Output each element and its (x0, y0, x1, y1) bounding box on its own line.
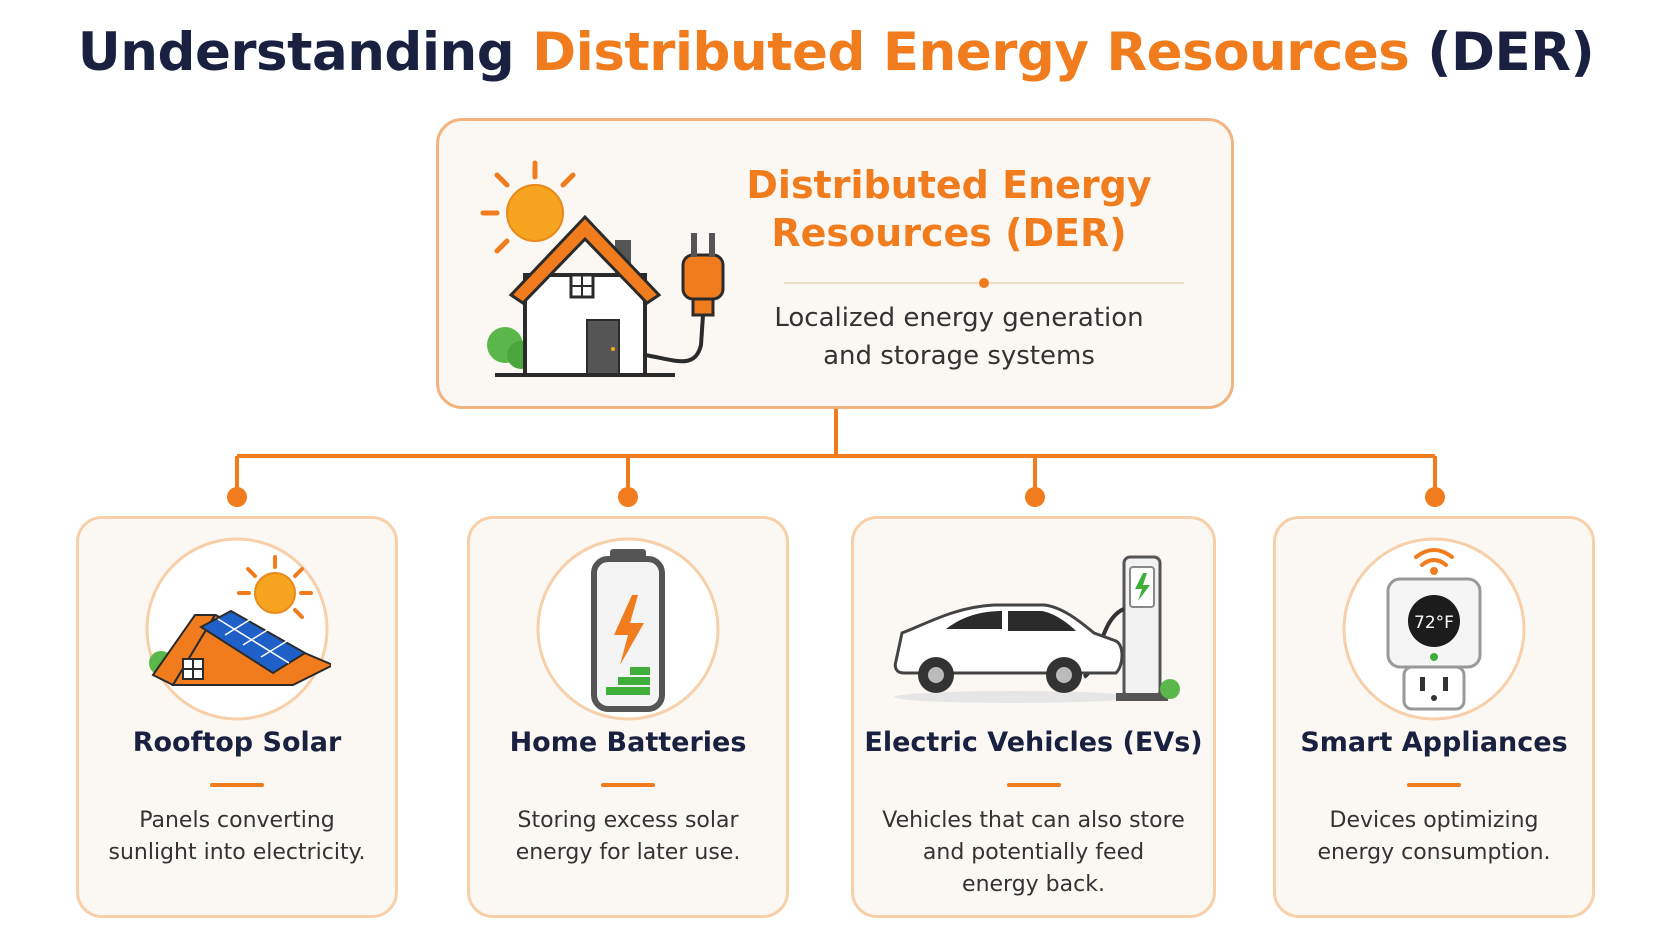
der-main-box: Distributed Energy Resources (DER) Local… (436, 118, 1234, 409)
rooftop-solar-icon (145, 537, 331, 721)
card-desc-rooftop-solar: Panels converting sunlight into electric… (89, 805, 385, 869)
ev-charger-icon (893, 555, 1180, 703)
der-main-title-line-1: Distributed Energy (746, 163, 1152, 207)
card-home-batteries: Home Batteries Storing excess solar ener… (467, 516, 789, 918)
card-title-rooftop-solar: Rooftop Solar (132, 727, 342, 758)
card-desc-electric-vehicles: Vehicles that can also store and potenti… (864, 805, 1203, 901)
card-desc-line: energy back. (962, 872, 1105, 897)
card-desc-line: and potentially feed (922, 840, 1145, 865)
card-desc-smart-appliances: Devices optimizing energy consumption. (1286, 805, 1582, 869)
card-title-smart-appliances: Smart Appliances (1300, 727, 1568, 758)
card-desc-line: sunlight into electricity. (108, 840, 366, 865)
thermostat-readout: 72°F (1414, 613, 1454, 633)
der-main-desc-line-1: Localized energy generation (774, 303, 1144, 333)
card-rule (210, 783, 264, 787)
card-desc-line: Panels converting (139, 808, 335, 833)
der-main-description: Localized energy generation and storage … (744, 299, 1174, 375)
connector-node-4 (1425, 487, 1445, 507)
house-sun-plug-icon (480, 160, 725, 377)
card-desc-line: Devices optimizing (1329, 808, 1539, 833)
smart-plug-icon: 72°F (1342, 537, 1526, 721)
der-main-desc-line-2: and storage systems (823, 341, 1095, 371)
card-desc-home-batteries: Storing excess solar energy for later us… (480, 805, 776, 869)
card-rule (1407, 783, 1461, 787)
der-main-title-line-2: Resources (DER) (771, 211, 1127, 255)
card-desc-line: Storing excess solar (517, 808, 739, 833)
der-main-divider (784, 278, 1184, 288)
title-part-3: (DER) (1409, 22, 1595, 83)
connector-node-2 (618, 487, 638, 507)
connector-node-3 (1025, 487, 1045, 507)
card-desc-line: Vehicles that can also store (882, 808, 1185, 833)
battery-icon (536, 537, 720, 721)
card-electric-vehicles: Electric Vehicles (EVs) Vehicles that ca… (851, 516, 1216, 918)
card-rule (1006, 783, 1061, 787)
card-title-home-batteries: Home Batteries (509, 727, 747, 758)
card-desc-line: energy for later use. (515, 840, 741, 865)
der-main-title: Distributed Energy Resources (DER) (739, 161, 1159, 257)
card-title-electric-vehicles: Electric Vehicles (EVs) (864, 727, 1203, 758)
card-desc-line: energy consumption. (1317, 840, 1551, 865)
title-part-1: Understanding (77, 22, 533, 83)
card-smart-appliances: 72°F Smart Appliances Devices optimizing… (1273, 516, 1595, 918)
card-rule (601, 783, 655, 787)
card-rooftop-solar: Rooftop Solar Panels converting sunlight… (76, 516, 398, 918)
title-accent: Distributed Energy Resources (532, 22, 1410, 83)
connector-node-1 (227, 487, 247, 507)
page-title: Understanding Distributed Energy Resourc… (0, 22, 1672, 83)
